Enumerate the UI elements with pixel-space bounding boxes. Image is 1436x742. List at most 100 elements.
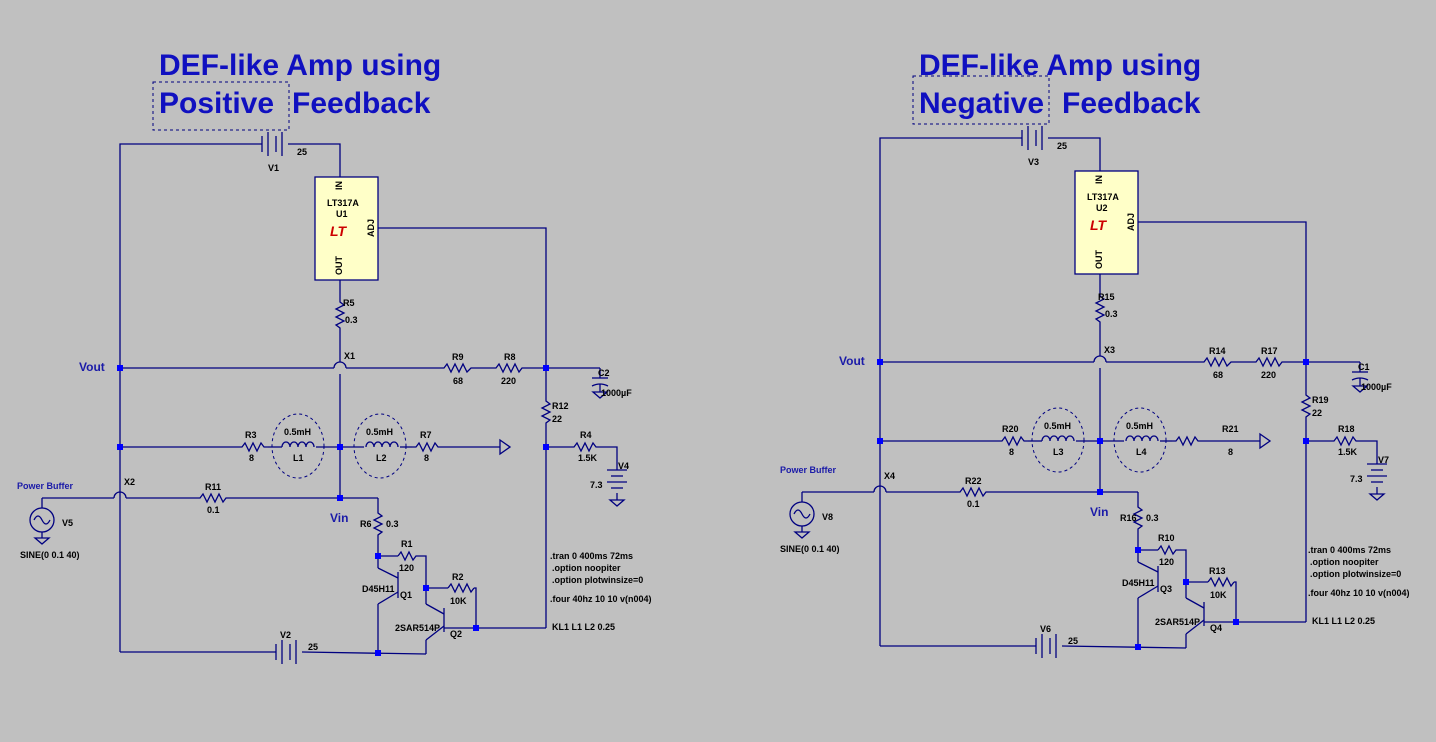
v8-ref: V8 xyxy=(822,512,833,522)
directive-four: .four 40hz 10 10 v(n004) xyxy=(1308,588,1410,598)
r10-ref: R10 xyxy=(1158,533,1175,543)
r6-value: 0.3 xyxy=(386,519,399,529)
r4-value: 1.5K xyxy=(578,453,598,463)
title-line1: DEF-like Amp using xyxy=(159,49,441,82)
c1-ref: C1 xyxy=(1358,362,1370,372)
v5-ref: V5 xyxy=(62,518,73,528)
directive-tran: .tran 0 400ms 72ms xyxy=(1308,545,1391,555)
net-vin: Vin xyxy=(330,511,348,525)
title-feedback-type: Positive xyxy=(159,87,274,120)
r1-ref: R1 xyxy=(401,539,413,549)
crossing-x3: X3 xyxy=(1104,345,1115,355)
v2-ref: V2 xyxy=(280,630,291,640)
directive-coupling: KL1 L1 L2 0.25 xyxy=(1312,616,1375,626)
crossing-x4: X4 xyxy=(884,471,895,481)
circuit-positive-feedback: DEF-like Amp using Positive Feedback 25 … xyxy=(17,49,652,665)
u2-pin-adj: ADJ xyxy=(1126,213,1136,231)
v1-ref: V1 xyxy=(268,163,279,173)
directive-coupling: KL1 L1 L2 0.25 xyxy=(552,622,615,632)
q2-part: 2SAR514P xyxy=(395,623,440,633)
net-power-buffer: Power Buffer xyxy=(780,465,837,475)
r22-ref: R22 xyxy=(965,476,982,486)
c1-value: 1000µF xyxy=(1361,382,1392,392)
v3-ref: V3 xyxy=(1028,157,1039,167)
net-vout: Vout xyxy=(839,354,865,368)
r17-ref: R17 xyxy=(1261,346,1278,356)
r18-ref: R18 xyxy=(1338,424,1355,434)
title-line2-rest: Feedback xyxy=(292,87,431,120)
l3-value: 0.5mH xyxy=(1044,421,1071,431)
r16-value: 0.3 xyxy=(1146,513,1159,523)
directive-four: .four 40hz 10 10 v(n004) xyxy=(550,594,652,604)
r5-value: 0.3 xyxy=(345,315,358,325)
r21-value: 8 xyxy=(1228,447,1233,457)
v8-value: SINE(0 0.1 40) xyxy=(780,544,840,554)
r1-value: 120 xyxy=(399,563,414,573)
v3-value: 25 xyxy=(1057,141,1067,151)
r20-ref: R20 xyxy=(1002,424,1019,434)
r9-ref: R9 xyxy=(452,352,464,362)
r22-value: 0.1 xyxy=(967,499,980,509)
r20-value: 8 xyxy=(1009,447,1014,457)
directive-plotwinsize: .option plotwinsize=0 xyxy=(1310,569,1401,579)
l3-ref: L3 xyxy=(1053,447,1064,457)
r2-ref: R2 xyxy=(452,572,464,582)
title-line1: DEF-like Amp using xyxy=(919,49,1201,82)
u1-pin-adj: ADJ xyxy=(366,219,376,237)
l2-value: 0.5mH xyxy=(366,427,393,437)
v1-value: 25 xyxy=(297,147,307,157)
r15-ref: R15 xyxy=(1098,292,1115,302)
r14-ref: R14 xyxy=(1209,346,1226,356)
r21-ref: R21 xyxy=(1222,424,1239,434)
u1-ref: U1 xyxy=(336,209,348,219)
r3-value: 8 xyxy=(249,453,254,463)
directive-noopiter: .option noopiter xyxy=(552,563,621,573)
q1-ref: Q1 xyxy=(400,590,412,600)
u1-pin-out: OUT xyxy=(334,256,344,276)
v4-value: 7.3 xyxy=(590,480,603,490)
circuit-negative-feedback: DEF-like Amp using Negative Feedback 25 … xyxy=(780,49,1410,659)
v5-value: SINE(0 0.1 40) xyxy=(20,550,80,560)
r11-ref: R11 xyxy=(205,482,221,492)
directive-plotwinsize: .option plotwinsize=0 xyxy=(552,575,643,585)
crossing-x1: X1 xyxy=(344,351,355,361)
l4-ref: L4 xyxy=(1136,447,1147,457)
l1-value: 0.5mH xyxy=(284,427,311,437)
r13-value: 10K xyxy=(1210,590,1227,600)
v7-value: 7.3 xyxy=(1350,474,1363,484)
q3-ref: Q3 xyxy=(1160,584,1172,594)
u2-pin-in: IN xyxy=(1094,175,1104,184)
r8-value: 220 xyxy=(501,376,516,386)
v4-ref: V4 xyxy=(618,461,629,471)
q4-ref: Q4 xyxy=(1210,623,1222,633)
u2-part: LT317A xyxy=(1087,192,1119,202)
r16-ref: R16 xyxy=(1120,513,1137,523)
crossing-x2: X2 xyxy=(124,477,135,487)
net-vout: Vout xyxy=(79,360,105,374)
r7-ref: R7 xyxy=(420,430,432,440)
r14-value: 68 xyxy=(1213,370,1223,380)
r12-value: 22 xyxy=(552,414,562,424)
u1-part: LT317A xyxy=(327,198,359,208)
r17-value: 220 xyxy=(1261,370,1276,380)
c2-ref: C2 xyxy=(598,368,610,378)
r9-value: 68 xyxy=(453,376,463,386)
v6-value: 25 xyxy=(1068,636,1078,646)
l1-ref: L1 xyxy=(293,453,304,463)
c2-value: 1000µF xyxy=(601,388,632,398)
r6-ref: R6 xyxy=(360,519,372,529)
u1-pin-in: IN xyxy=(334,181,344,190)
r15-value: 0.3 xyxy=(1105,309,1118,319)
r8-ref: R8 xyxy=(504,352,516,362)
r2-value: 10K xyxy=(450,596,467,606)
r19-ref: R19 xyxy=(1312,395,1329,405)
net-power-buffer: Power Buffer xyxy=(17,481,74,491)
r13-ref: R13 xyxy=(1209,566,1226,576)
r11-value: 0.1 xyxy=(207,505,220,515)
directive-noopiter: .option noopiter xyxy=(1310,557,1379,567)
r18-value: 1.5K xyxy=(1338,447,1358,457)
v6-ref: V6 xyxy=(1040,624,1051,634)
u2-ref: U2 xyxy=(1096,203,1108,213)
r7-value: 8 xyxy=(424,453,429,463)
